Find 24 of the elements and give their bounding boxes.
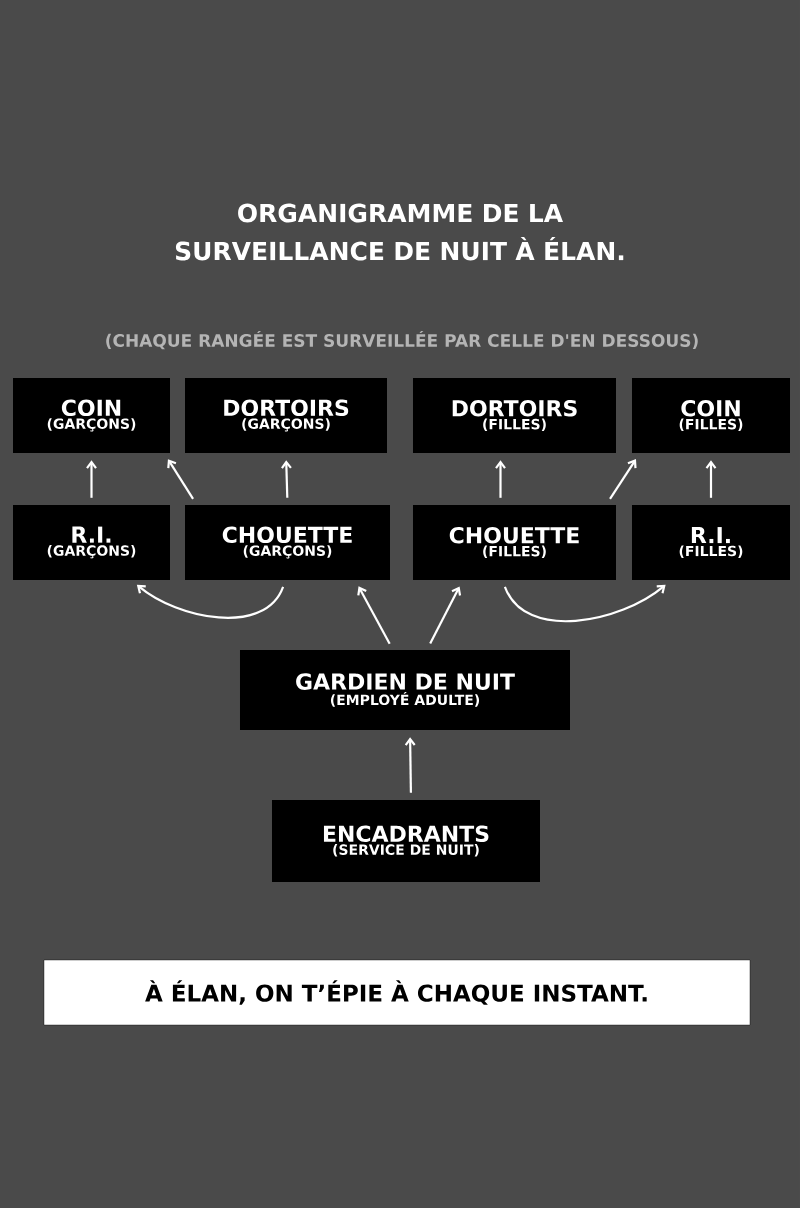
org-box: GARDIEN DE NUIT (EMPLOYÉ ADULTE): [240, 650, 570, 730]
arrow: [167, 459, 194, 500]
arrow: [609, 459, 637, 500]
org-box: DORTOIRS (FILLES): [413, 378, 616, 453]
arrow: [705, 460, 717, 498]
title: ORGANIGRAMME DE LA SURVEILLANCE DE NUIT À ÉLAN.: [175, 203, 624, 261]
arrow: [86, 460, 97, 498]
org-box: COIN (GARÇONS): [13, 378, 170, 453]
arrow: [429, 586, 462, 645]
org-box: CHOUETTE (GARÇONS): [185, 505, 390, 580]
arrow: [503, 584, 666, 623]
arrow: [281, 460, 292, 498]
org-box: R.I. (FILLES): [632, 505, 790, 580]
arrow: [404, 737, 416, 793]
arrow: [357, 586, 391, 645]
org-box: DORTOIRS (GARÇONS): [185, 378, 387, 453]
banner-box: À ÉLAN, ON T’ÉPIE À CHAQUE INSTANT.: [43, 959, 751, 1026]
subtitle: (CHAQUE RANGÉE EST SURVEILLÉE PAR CELLE D'EN DESSOUS): [106, 330, 698, 350]
org-box: ENCADRANTS (SERVICE DE NUIT): [272, 800, 540, 882]
arrow: [136, 584, 285, 619]
org-box: COIN (FILLES): [632, 378, 790, 453]
arrow: [495, 460, 506, 498]
org-box: R.I. (GARÇONS): [13, 505, 170, 580]
org-box: CHOUETTE (FILLES): [413, 505, 616, 580]
